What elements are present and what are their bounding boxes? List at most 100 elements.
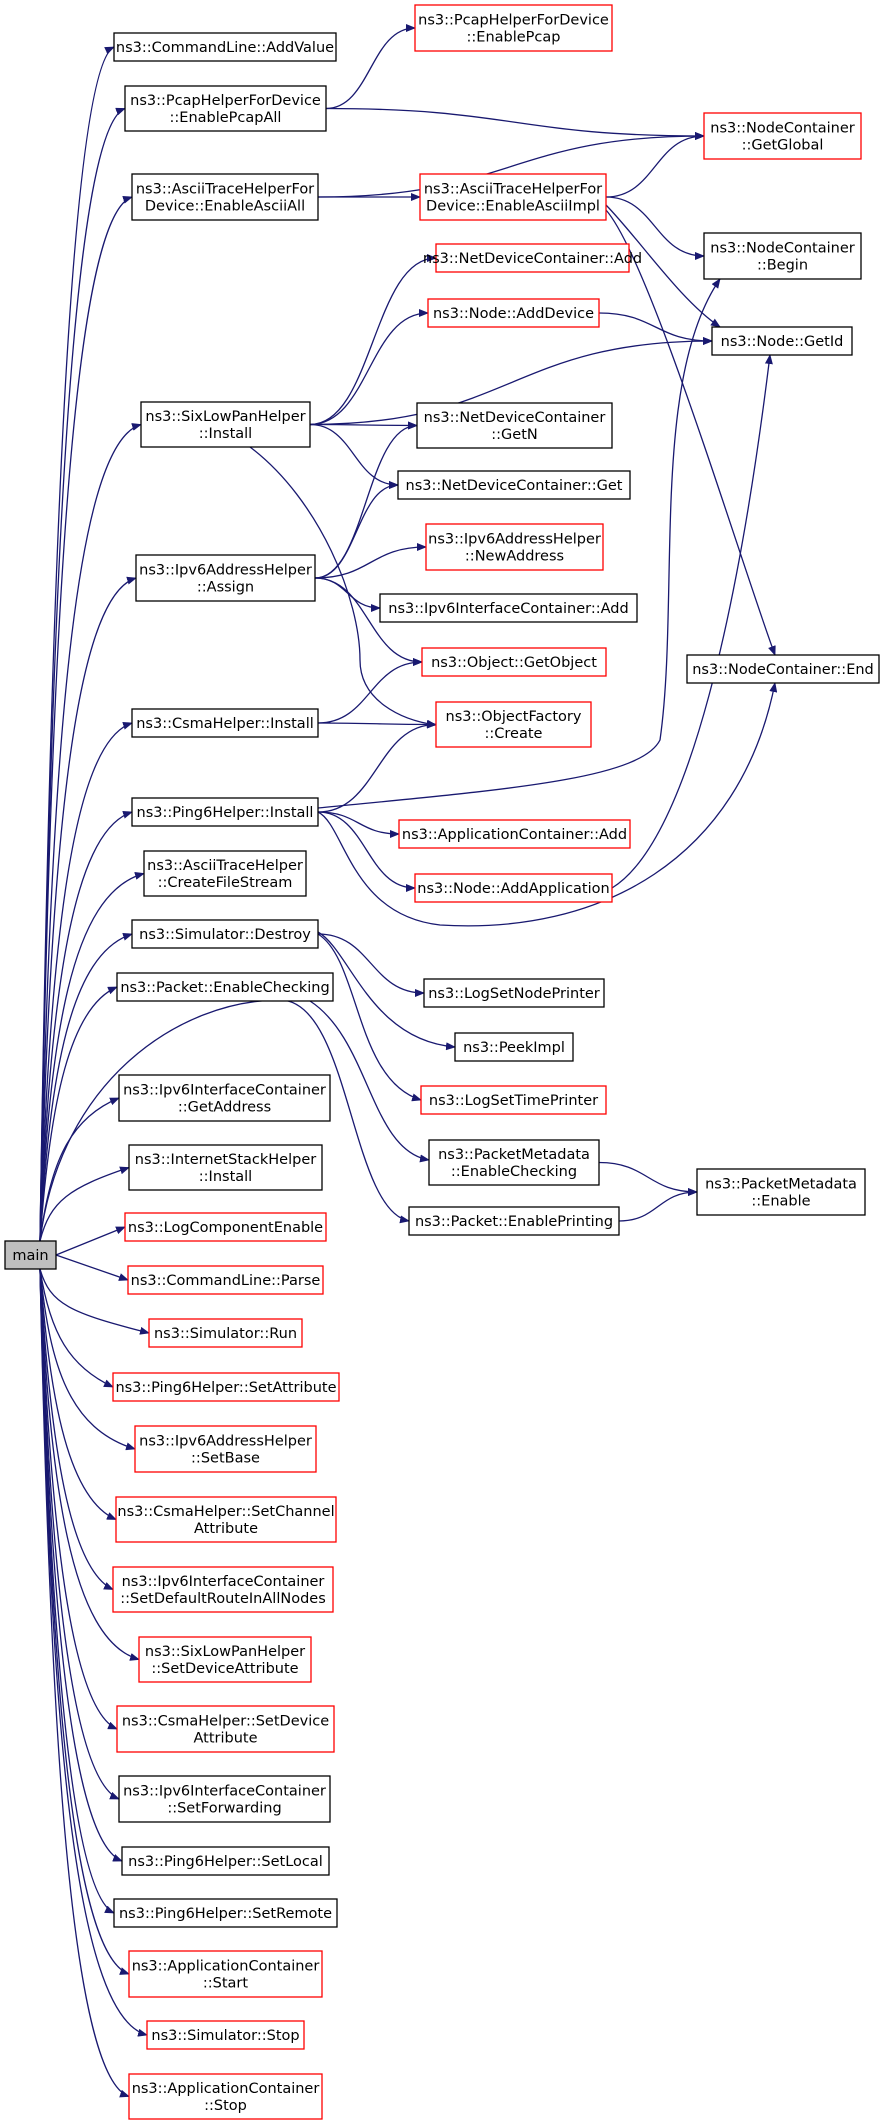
node-box bbox=[113, 1898, 338, 1928]
node-pcap_enableall[interactable]: ns3::PcapHelperForDevice::EnablePcapAll bbox=[124, 85, 327, 132]
edge-ipv6_assign-to-object_getobject bbox=[314, 577, 423, 666]
node-label: ns3::Ipv6InterfaceContainer bbox=[122, 1574, 325, 1590]
node-label: ns3::InternetStackHelper bbox=[135, 1152, 316, 1168]
node-nc_end[interactable]: ns3::NodeContainer::End bbox=[686, 654, 880, 684]
node-ipv6_setbase[interactable]: ns3::Ipv6AddressHelper::SetBase bbox=[134, 1425, 317, 1473]
node-appc_add[interactable]: ns3::ApplicationContainer::Add bbox=[398, 819, 631, 849]
node-pcap_enable[interactable]: ns3::PcapHelperForDevice::EnablePcap bbox=[414, 4, 613, 52]
edge-main-to-sixlowpan_install bbox=[39, 423, 142, 1242]
node-ipv6ic_add[interactable]: ns3::Ipv6InterfaceContainer::Add bbox=[379, 593, 638, 623]
node-node_addapplication[interactable]: ns3::Node::AddApplication bbox=[414, 873, 613, 903]
node-label: ns3::Ipv6InterfaceContainer bbox=[123, 1083, 326, 1099]
node-sixlowpan_install[interactable]: ns3::SixLowPanHelper::Install bbox=[140, 401, 311, 448]
edge-ping6_install-to-nc_begin bbox=[317, 278, 721, 809]
node-ipv6ic_setdefaultroute[interactable]: ns3::Ipv6InterfaceContainer::SetDefaultR… bbox=[112, 1566, 334, 1613]
node-label: ns3::PcapHelperForDevice bbox=[130, 93, 321, 109]
node-internetstack_install[interactable]: ns3::InternetStackHelper::Install bbox=[128, 1144, 323, 1191]
node-object_getobject[interactable]: ns3::Object::GetObject bbox=[421, 647, 607, 677]
node-ascii_createfilestream[interactable]: ns3::AsciiTraceHelper::CreateFileStream bbox=[143, 850, 307, 897]
node-label: ::SetForwarding bbox=[167, 1801, 281, 1817]
node-sixlowpan_setdeviceattr[interactable]: ns3::SixLowPanHelper::SetDeviceAttribute bbox=[138, 1636, 312, 1683]
node-ipv6ic_setforwarding[interactable]: ns3::Ipv6InterfaceContainer::SetForwardi… bbox=[118, 1775, 331, 1823]
node-ascii_enableimpl[interactable]: ns3::AsciiTraceHelperForDevice::EnableAs… bbox=[419, 173, 607, 221]
node-box bbox=[115, 1496, 337, 1543]
node-label: main bbox=[12, 1248, 48, 1264]
edge-main-to-sim_run bbox=[39, 1268, 150, 1335]
node-ping6_setattribute[interactable]: ns3::Ping6Helper::SetAttribute bbox=[112, 1372, 340, 1402]
node-label: ::Begin bbox=[757, 258, 808, 274]
edge-sixlowpan_install-to-ndc_getn bbox=[309, 421, 418, 430]
node-label: ::Start bbox=[203, 1976, 249, 1992]
node-box bbox=[419, 173, 607, 221]
node-ping6_install[interactable]: ns3::Ping6Helper::Install bbox=[131, 797, 319, 827]
node-ping6_setlocal[interactable]: ns3::Ping6Helper::SetLocal bbox=[121, 1846, 330, 1876]
node-node_getid[interactable]: ns3::Node::GetId bbox=[711, 326, 853, 356]
node-box bbox=[116, 1705, 335, 1753]
edge-packet_enableprinting-to-pm_enable bbox=[618, 1188, 698, 1222]
node-csma_install[interactable]: ns3::CsmaHelper::Install bbox=[131, 708, 319, 738]
node-pm_enablechecking[interactable]: ns3::PacketMetadata::EnableChecking bbox=[428, 1139, 600, 1186]
node-ndc_get[interactable]: ns3::NetDeviceContainer::Get bbox=[397, 470, 631, 500]
node-cmd_addvalue[interactable]: ns3::CommandLine::AddValue bbox=[113, 32, 337, 62]
edges bbox=[39, 24, 778, 2098]
node-box bbox=[454, 1032, 574, 1062]
node-ndc_getn[interactable]: ns3::NetDeviceContainer::GetN bbox=[416, 402, 613, 449]
node-peekimpl[interactable]: ns3::PeekImpl bbox=[454, 1032, 574, 1062]
node-label: ::Assign bbox=[197, 580, 254, 596]
node-label: ns3::PacketMetadata bbox=[705, 1177, 857, 1193]
node-box bbox=[118, 1775, 331, 1823]
node-box bbox=[128, 2073, 323, 2120]
node-ping6_setremote[interactable]: ns3::Ping6Helper::SetRemote bbox=[113, 1898, 338, 1928]
node-csma_setdeviceattr[interactable]: ns3::CsmaHelper::SetDeviceAttribute bbox=[116, 1705, 335, 1753]
node-nc_getglobal[interactable]: ns3::NodeContainer::GetGlobal bbox=[703, 112, 862, 160]
node-box bbox=[131, 708, 319, 738]
node-label: ns3::Simulator::Stop bbox=[151, 2028, 299, 2044]
node-sim_stop[interactable]: ns3::Simulator::Stop bbox=[146, 2020, 305, 2050]
node-ipv6ic_getaddress[interactable]: ns3::Ipv6InterfaceContainer::GetAddress bbox=[118, 1074, 331, 1122]
edge-main-to-csma_setchannelattr bbox=[39, 1268, 117, 1521]
node-label: ns3::Ipv6InterfaceContainer bbox=[123, 1784, 326, 1800]
edge-sim_destroy-to-logsetnodeprinter bbox=[317, 933, 425, 997]
node-label: ::GetGlobal bbox=[742, 138, 824, 154]
node-nc_begin[interactable]: ns3::NodeContainer::Begin bbox=[703, 232, 862, 280]
node-label: ns3::Node::GetId bbox=[721, 334, 844, 350]
node-label: ns3::Ipv6AddressHelper bbox=[139, 1434, 312, 1450]
node-packet_enableprinting[interactable]: ns3::Packet::EnablePrinting bbox=[408, 1206, 620, 1236]
node-sim_destroy[interactable]: ns3::Simulator::Destroy bbox=[131, 919, 319, 949]
node-packet_enablechecking[interactable]: ns3::Packet::EnableChecking bbox=[116, 972, 334, 1002]
node-label: ns3::ApplicationContainer::Add bbox=[402, 827, 627, 843]
edge-main-to-packet_enablechecking bbox=[39, 986, 118, 1242]
node-pm_enable[interactable]: ns3::PacketMetadata::Enable bbox=[696, 1168, 866, 1216]
node-main[interactable]: main bbox=[4, 1240, 57, 1270]
node-node_adddevice[interactable]: ns3::Node::AddDevice bbox=[427, 298, 600, 328]
node-label: ns3::CsmaHelper::SetDevice bbox=[122, 1714, 329, 1730]
node-appc_stop[interactable]: ns3::ApplicationContainer::Stop bbox=[128, 2073, 323, 2120]
node-label: ns3::AsciiTraceHelper bbox=[147, 858, 303, 874]
node-appc_start[interactable]: ns3::ApplicationContainer::Start bbox=[128, 1950, 323, 1998]
node-label: Attribute bbox=[193, 1731, 257, 1747]
node-label: ns3::AsciiTraceHelperFor bbox=[136, 182, 314, 198]
node-box bbox=[112, 1372, 340, 1402]
node-box bbox=[131, 797, 319, 827]
node-objfactory_create[interactable]: ns3::ObjectFactory::Create bbox=[435, 701, 592, 748]
node-box bbox=[428, 1139, 600, 1186]
node-logsetnodeprinter[interactable]: ns3::LogSetNodePrinter bbox=[423, 978, 605, 1008]
node-label: ::GetAddress bbox=[178, 1100, 271, 1116]
node-ipv6_assign[interactable]: ns3::Ipv6AddressHelper::Assign bbox=[135, 554, 316, 602]
node-ascii_enableall[interactable]: ns3::AsciiTraceHelperForDevice::EnableAs… bbox=[131, 173, 319, 221]
node-label: ns3::LogSetNodePrinter bbox=[428, 986, 600, 1002]
node-ipv6_newaddress[interactable]: ns3::Ipv6AddressHelper::NewAddress bbox=[425, 523, 604, 571]
node-cmd_parse[interactable]: ns3::CommandLine::Parse bbox=[127, 1265, 324, 1295]
node-sim_run[interactable]: ns3::Simulator::Run bbox=[148, 1318, 303, 1348]
node-logcomponentenable[interactable]: ns3::LogComponentEnable bbox=[124, 1212, 327, 1242]
node-box bbox=[435, 243, 630, 273]
node-box bbox=[148, 1318, 303, 1348]
node-ndc_add[interactable]: ns3::NetDeviceContainer::Add bbox=[423, 243, 642, 273]
node-box bbox=[134, 1425, 317, 1473]
node-logsettimeprinter[interactable]: ns3::LogSetTimePrinter bbox=[420, 1085, 607, 1115]
edge-ascii_enableimpl-to-node_getid bbox=[605, 204, 721, 328]
edge-main-to-logcomponentenable bbox=[55, 1226, 126, 1256]
node-label: ns3::LogSetTimePrinter bbox=[429, 1093, 598, 1109]
node-box bbox=[703, 232, 862, 280]
